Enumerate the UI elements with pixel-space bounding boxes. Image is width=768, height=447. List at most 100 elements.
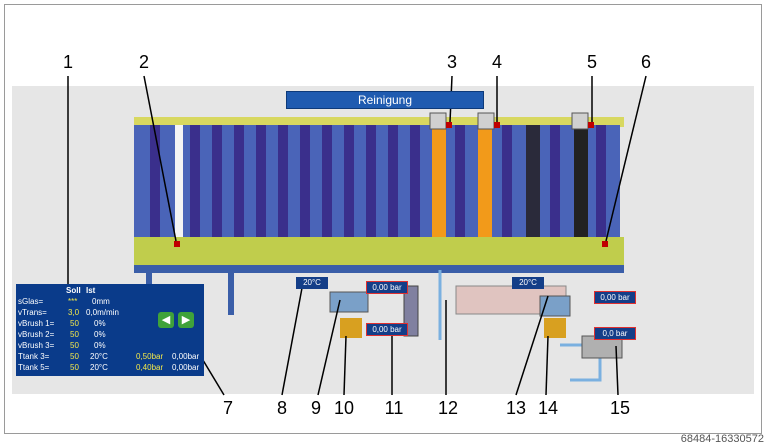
table-row: sGlas= *** 0mm [16, 297, 204, 307]
table-row: vBrush 1= 50 0% [16, 319, 204, 329]
roller [234, 125, 244, 237]
motor [477, 112, 495, 130]
roller [388, 125, 398, 237]
roller [455, 125, 465, 237]
roller [150, 125, 160, 237]
row-ist: 0,0m/min [86, 308, 119, 317]
brush-orange [432, 125, 446, 237]
row-soll[interactable]: *** [68, 297, 78, 306]
row-pressure-1: 0,40bar [136, 363, 164, 372]
top-rail [134, 117, 624, 127]
row-soll[interactable]: 3,0 [68, 308, 80, 317]
roller [212, 125, 222, 237]
motor [571, 112, 589, 130]
table-row: vBrush 2= 50 0% [16, 330, 204, 340]
table-row: Ttank 5= 50 20°C 0,40bar 0,00bar [16, 363, 204, 373]
roller [550, 125, 560, 237]
roller-columns [150, 125, 606, 237]
row-label: vTrans= [18, 308, 47, 317]
machine-body [134, 125, 620, 237]
callout-6: 6 [640, 52, 652, 72]
roller [322, 125, 332, 237]
marker-4 [494, 122, 500, 128]
process-values-table: Soll Ist sGlas= *** 0mm vTrans= 3,0 0,0m… [16, 284, 204, 376]
roller [366, 125, 376, 237]
callout-4: 4 [491, 52, 503, 72]
roller [278, 125, 288, 237]
roller [596, 125, 606, 237]
conveyor-band [134, 237, 624, 265]
row-ist: 0% [94, 330, 106, 339]
callout-9: 9 [310, 398, 322, 418]
roller [344, 125, 354, 237]
roller [410, 125, 420, 237]
temperature-display-8: 20°C [296, 277, 328, 289]
table-row: vTrans= 3,0 0,0m/min [16, 308, 204, 318]
roller [502, 125, 512, 237]
screenshot-frame [4, 4, 762, 434]
callout-10: 10 [333, 398, 355, 418]
callout-3: 3 [446, 52, 458, 72]
brush-orange [478, 125, 492, 237]
row-label: Ttank 3= [18, 352, 50, 361]
row-ist: 20°C [90, 363, 108, 372]
leg [228, 273, 234, 315]
pressure-display-15-top: 0,00 bar [594, 291, 636, 304]
pressure-display-15-bottom: 0,0 bar [594, 327, 636, 340]
marker-3 [446, 122, 452, 128]
callout-14: 14 [537, 398, 559, 418]
row-ist: 0% [94, 341, 106, 350]
row-pressure-2: 0,00bar [172, 352, 200, 361]
watermark: 68484-16330572 [680, 433, 764, 445]
brush-dark [526, 125, 540, 237]
callout-12: 12 [437, 398, 459, 418]
callout-8: 8 [276, 398, 288, 418]
header-soll: Soll [66, 286, 81, 295]
marker-2 [174, 241, 180, 247]
brush-black [574, 125, 588, 237]
section-title-bar[interactable]: Reinigung [286, 91, 484, 109]
row-label: vBrush 3= [18, 341, 55, 350]
marker-6 [602, 241, 608, 247]
pressure-display-11-bottom: 0,00 bar [366, 323, 408, 336]
row-pressure-1: 0,50bar [136, 352, 164, 361]
row-soll[interactable]: 50 [70, 352, 79, 361]
row-label: vBrush 1= [18, 319, 55, 328]
nav-left-button[interactable]: ◀ [158, 312, 174, 328]
row-pressure-2: 0,00bar [172, 363, 200, 372]
pressure-display-11-top: 0,00 bar [366, 281, 408, 294]
callout-15: 15 [609, 398, 631, 418]
row-label: vBrush 2= [18, 330, 55, 339]
callout-1: 1 [62, 52, 74, 72]
row-soll[interactable]: 50 [70, 319, 79, 328]
table-row: vBrush 3= 50 0% [16, 341, 204, 351]
row-soll[interactable]: 50 [70, 363, 79, 372]
roller [300, 125, 310, 237]
header-ist: Ist [86, 286, 96, 295]
callout-5: 5 [586, 52, 598, 72]
lower-frame [134, 265, 624, 273]
pump-13 [539, 295, 571, 317]
row-label: sGlas= [18, 297, 44, 306]
callout-2: 2 [138, 52, 150, 72]
temperature-display-13: 20°C [512, 277, 544, 289]
pump-10 [340, 318, 362, 338]
pipe [560, 343, 602, 382]
motor [429, 112, 447, 130]
table-row: Ttank 3= 50 20°C 0,50bar 0,00bar [16, 352, 204, 362]
roller [256, 125, 266, 237]
row-ist: 0mm [92, 297, 110, 306]
roller [175, 125, 183, 237]
callout-13: 13 [505, 398, 527, 418]
nav-right-button[interactable]: ▶ [178, 312, 194, 328]
row-soll[interactable]: 50 [70, 341, 79, 350]
row-ist: 0% [94, 319, 106, 328]
table-header: Soll Ist [16, 286, 204, 296]
callout-7: 7 [222, 398, 234, 418]
row-ist: 20°C [90, 352, 108, 361]
row-label: Ttank 5= [18, 363, 50, 372]
row-soll[interactable]: 50 [70, 330, 79, 339]
pump-14 [544, 318, 566, 338]
marker-5 [588, 122, 594, 128]
